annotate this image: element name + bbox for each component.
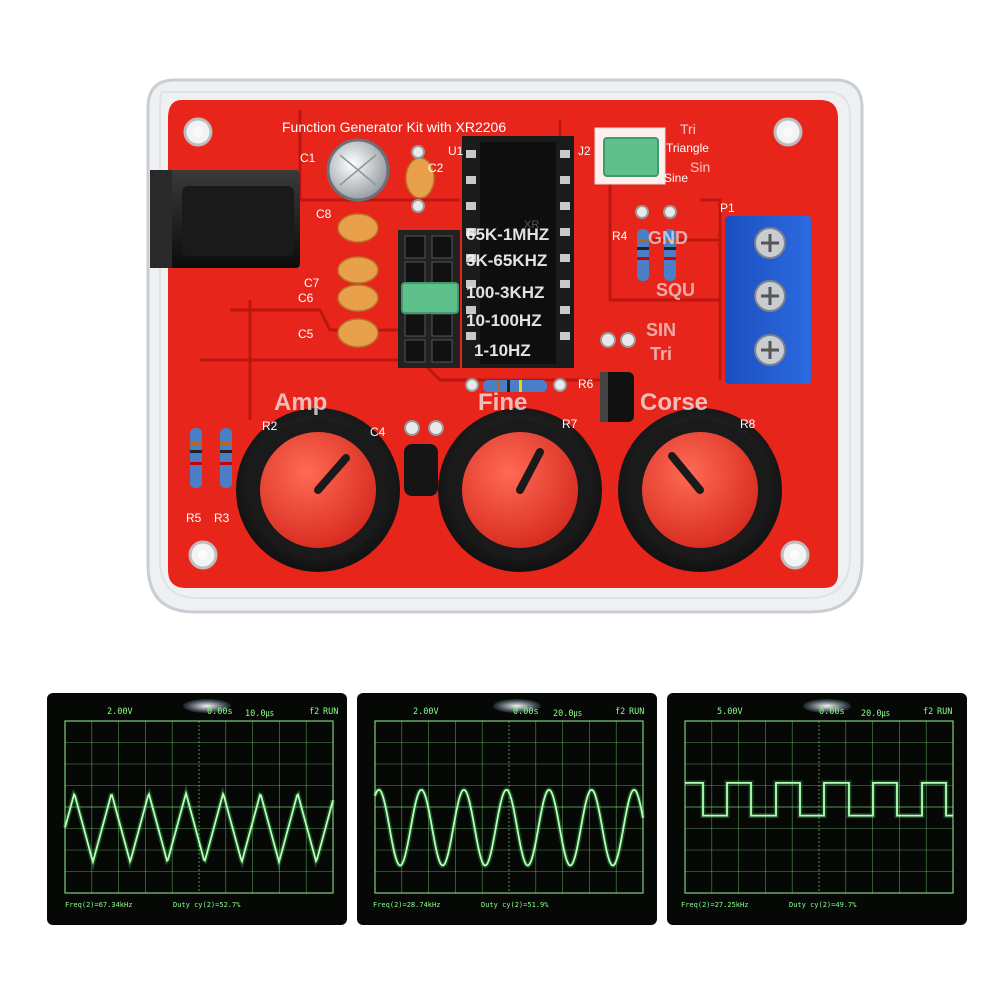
ref-r2: R2 xyxy=(262,419,278,433)
scope-plot xyxy=(684,720,954,894)
ref-c7: C7 xyxy=(304,276,320,290)
resistors xyxy=(190,229,676,488)
capacitor-25v xyxy=(600,372,634,422)
board-title: Function Generator Kit with XR2206 xyxy=(282,119,506,135)
ref-j2: J2 xyxy=(578,144,591,158)
knob-amp[interactable] xyxy=(236,408,400,572)
screen-glare xyxy=(183,699,231,713)
run-status: RUN xyxy=(323,707,339,717)
waveform-glow xyxy=(62,783,336,872)
knob-corse[interactable] xyxy=(618,408,782,572)
oscilloscope-screen-sine: 2.00V 0.00s 20.0㎲ f2 RUN Freq(2)=28.74kH… xyxy=(357,693,657,925)
waveform-trace xyxy=(64,789,334,866)
ceramic-capacitors xyxy=(337,157,435,348)
ref-p1: P1 xyxy=(720,201,735,215)
ref-u1: U1 xyxy=(448,144,464,158)
range-label-1: 65K-1MHZ xyxy=(466,225,549,244)
range-label-2: 3K-65KHZ xyxy=(466,251,547,270)
output-label-sin: SIN xyxy=(646,320,676,340)
output-terminal-block xyxy=(725,216,811,384)
time-offset: 0.00s xyxy=(513,707,539,717)
capacitor-c4 xyxy=(404,444,438,496)
frequency-readout: Freq(2)=27.25kHz xyxy=(681,901,749,909)
knob-label-corse: Corse xyxy=(640,389,708,416)
ref-r5: R5 xyxy=(186,511,202,525)
channel-scale: 2.00V xyxy=(107,707,133,717)
time-scale: 20.0㎲ xyxy=(861,709,890,719)
range-label-4: 10-100HZ xyxy=(466,311,542,330)
dc-power-jack xyxy=(150,170,300,268)
ref-r4: R4 xyxy=(612,229,628,243)
ref-r7: R7 xyxy=(562,417,578,431)
ref-c8: C8 xyxy=(316,207,332,221)
ref-c1: C1 xyxy=(300,151,316,165)
ref-r3: R3 xyxy=(214,511,230,525)
channel-scale: 5.00V xyxy=(717,707,743,717)
jumper-label-triangle: Triangle xyxy=(666,141,709,155)
xr2206-chip xyxy=(462,136,574,368)
knob-fine[interactable] xyxy=(438,408,602,572)
run-status: RUN xyxy=(937,707,953,717)
jumper-label-sine: Sine xyxy=(664,171,688,185)
output-label-squ: SQU xyxy=(656,280,695,300)
output-label-tri: Tri xyxy=(650,344,672,364)
duty-cycle-readout: Duty cy(2)=52.7% xyxy=(173,901,241,909)
waveform-trace xyxy=(374,788,644,867)
range-label-5: 1-10HZ xyxy=(474,341,531,360)
waveform-trace xyxy=(685,782,953,817)
trigger-source: f2 xyxy=(309,707,320,717)
knob-label-fine: Fine xyxy=(478,389,527,416)
frequency-readout: Freq(2)=67.34kHz xyxy=(65,901,133,909)
knob-label-amp: Amp xyxy=(274,389,327,416)
run-status: RUN xyxy=(629,707,645,717)
trigger-source: f2 xyxy=(923,707,934,717)
channel-scale: 2.00V xyxy=(413,707,439,717)
jumper-label-tri: Tri xyxy=(680,121,696,137)
frequency-readout: Freq(2)=28.74kHz xyxy=(373,901,441,909)
waveform-jumper xyxy=(594,127,666,185)
ref-r6: R6 xyxy=(578,377,594,391)
time-offset: 0.00s xyxy=(207,707,233,717)
screen-glare xyxy=(493,699,541,713)
ref-c6: C6 xyxy=(298,291,314,305)
chip-label: XR xyxy=(524,219,539,231)
duty-cycle-readout: Duty cy(2)=51.9% xyxy=(481,901,549,909)
solder-pads xyxy=(404,145,677,436)
scope-plot xyxy=(372,720,646,894)
oscilloscope-screen-triangle: 2.00V 0.00s 10.0㎲ f2 RUN Freq(2)=67.34kH… xyxy=(47,693,347,925)
ref-r8: R8 xyxy=(740,417,756,431)
duty-cycle-readout: Duty cy(2)=49.7% xyxy=(789,901,857,909)
jumper-label-sin: Sin xyxy=(690,159,710,175)
output-label-gnd: GND xyxy=(648,228,688,248)
ref-c5: C5 xyxy=(298,327,314,341)
function-generator-board-photo: Function Generator Kit with XR2206 XR C1… xyxy=(146,78,864,614)
scope-plot xyxy=(62,720,336,894)
range-label-3: 100-3KHZ xyxy=(466,283,544,302)
capacitor-c1 xyxy=(326,138,390,202)
trigger-source: f2 xyxy=(615,707,626,717)
ref-c4: C4 xyxy=(370,425,386,439)
oscilloscope-screen-square: 5.00V 0.00s 20.0㎲ f2 RUN Freq(2)=27.25kH… xyxy=(667,693,967,925)
time-scale: 10.0㎲ xyxy=(245,709,274,719)
ref-c2: C2 xyxy=(428,161,444,175)
time-scale: 20.0㎲ xyxy=(553,709,582,719)
range-jumper-header xyxy=(398,230,460,368)
screen-glare xyxy=(803,699,851,713)
time-offset: 0.00s xyxy=(819,707,845,717)
